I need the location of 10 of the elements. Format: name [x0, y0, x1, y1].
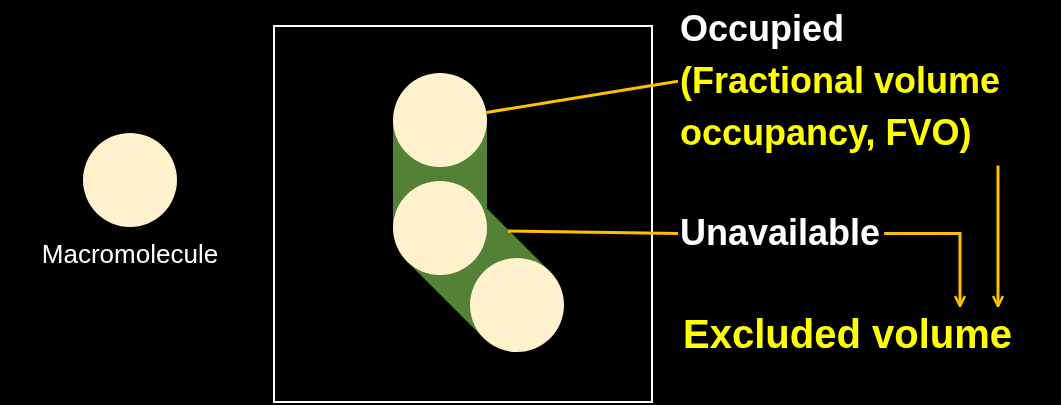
arrow	[991, 165, 1005, 308]
caption-text: Macromolecule	[40, 239, 220, 270]
label-text: Excluded volume	[683, 311, 1012, 358]
label-text: (Fractional volume occupancy, FVO)	[680, 59, 1002, 156]
arrow	[884, 231, 967, 308]
leader-line	[507, 229, 679, 235]
label-text: Occupied	[680, 7, 846, 51]
volume-frame	[273, 25, 653, 403]
label-text: Unavailable	[680, 211, 881, 255]
leader-line	[486, 79, 679, 114]
